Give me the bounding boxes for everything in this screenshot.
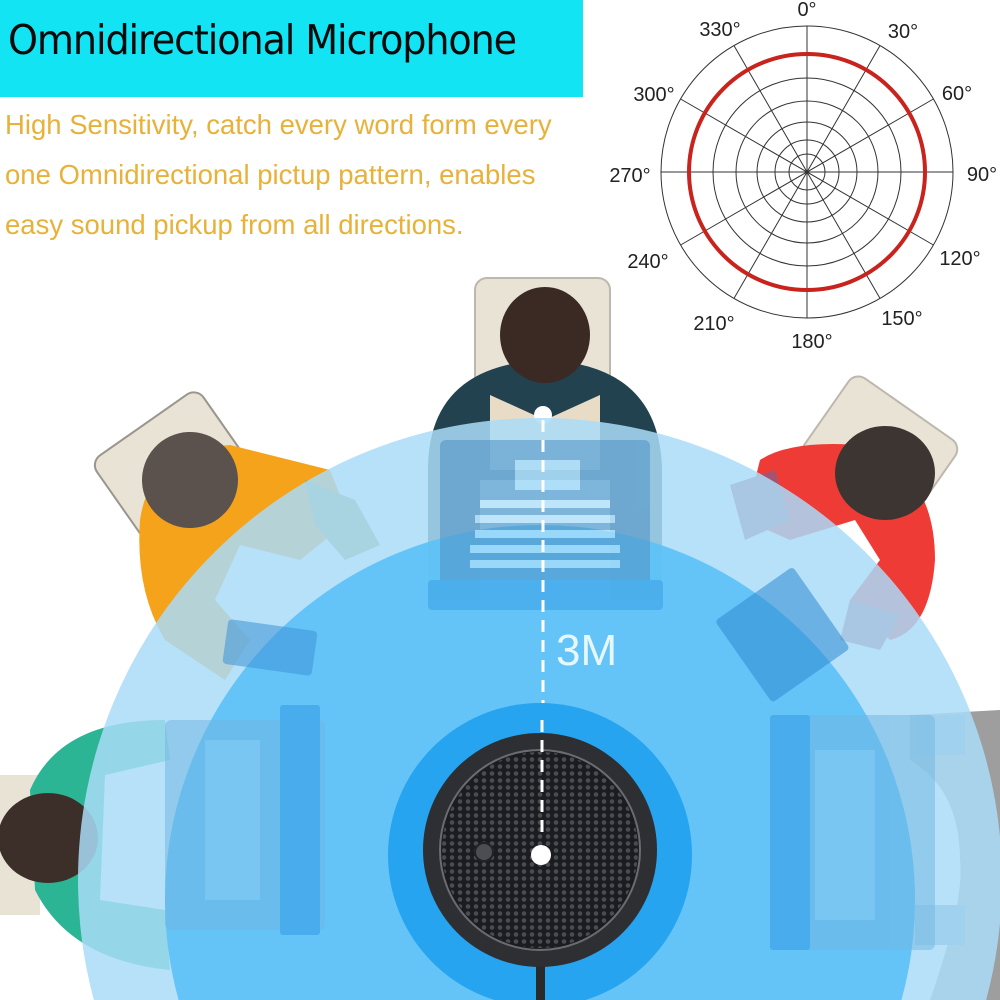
description-line-1: High Sensitivity, catch every word form … bbox=[5, 109, 552, 140]
angle-label-300: 300° bbox=[633, 84, 674, 106]
title-banner bbox=[0, 0, 583, 97]
laptop-top bbox=[428, 440, 663, 610]
angle-label-30: 30° bbox=[888, 21, 918, 43]
status-led bbox=[531, 845, 551, 865]
tablet-upper-right bbox=[716, 568, 849, 702]
tablet-upper-left bbox=[222, 619, 318, 676]
angle-label-240: 240° bbox=[627, 251, 668, 273]
distance-label: 3M bbox=[556, 626, 618, 675]
angle-label-0: 0° bbox=[797, 0, 816, 21]
microphone-device bbox=[423, 733, 657, 1000]
mute-button-indicator bbox=[474, 842, 494, 862]
page-title: Omnidirectional Microphone bbox=[8, 16, 517, 64]
polar-grid bbox=[660, 25, 954, 319]
angle-label-180: 180° bbox=[791, 331, 832, 353]
description-line-2: one Omnidirectional pictup pattern, enab… bbox=[5, 159, 536, 190]
angle-label-150: 150° bbox=[881, 308, 922, 330]
omnidirectional-pattern-line bbox=[687, 52, 927, 292]
angle-label-270: 270° bbox=[609, 165, 650, 187]
angle-label-90: 90° bbox=[967, 164, 997, 186]
laptop-left bbox=[165, 705, 325, 935]
angle-label-60: 60° bbox=[942, 83, 972, 105]
laptop-right bbox=[770, 715, 935, 950]
angle-label-210: 210° bbox=[693, 313, 734, 335]
angle-label-120: 120° bbox=[939, 248, 980, 270]
feature-description: High Sensitivity, catch every word form … bbox=[5, 100, 605, 250]
polar-pattern-chart: 0° 30° 60° 90° 120° 150° 180° 210° 240° … bbox=[609, 0, 997, 353]
angle-label-330: 330° bbox=[699, 19, 740, 41]
description-line-3: easy sound pickup from all directions. bbox=[5, 209, 464, 240]
